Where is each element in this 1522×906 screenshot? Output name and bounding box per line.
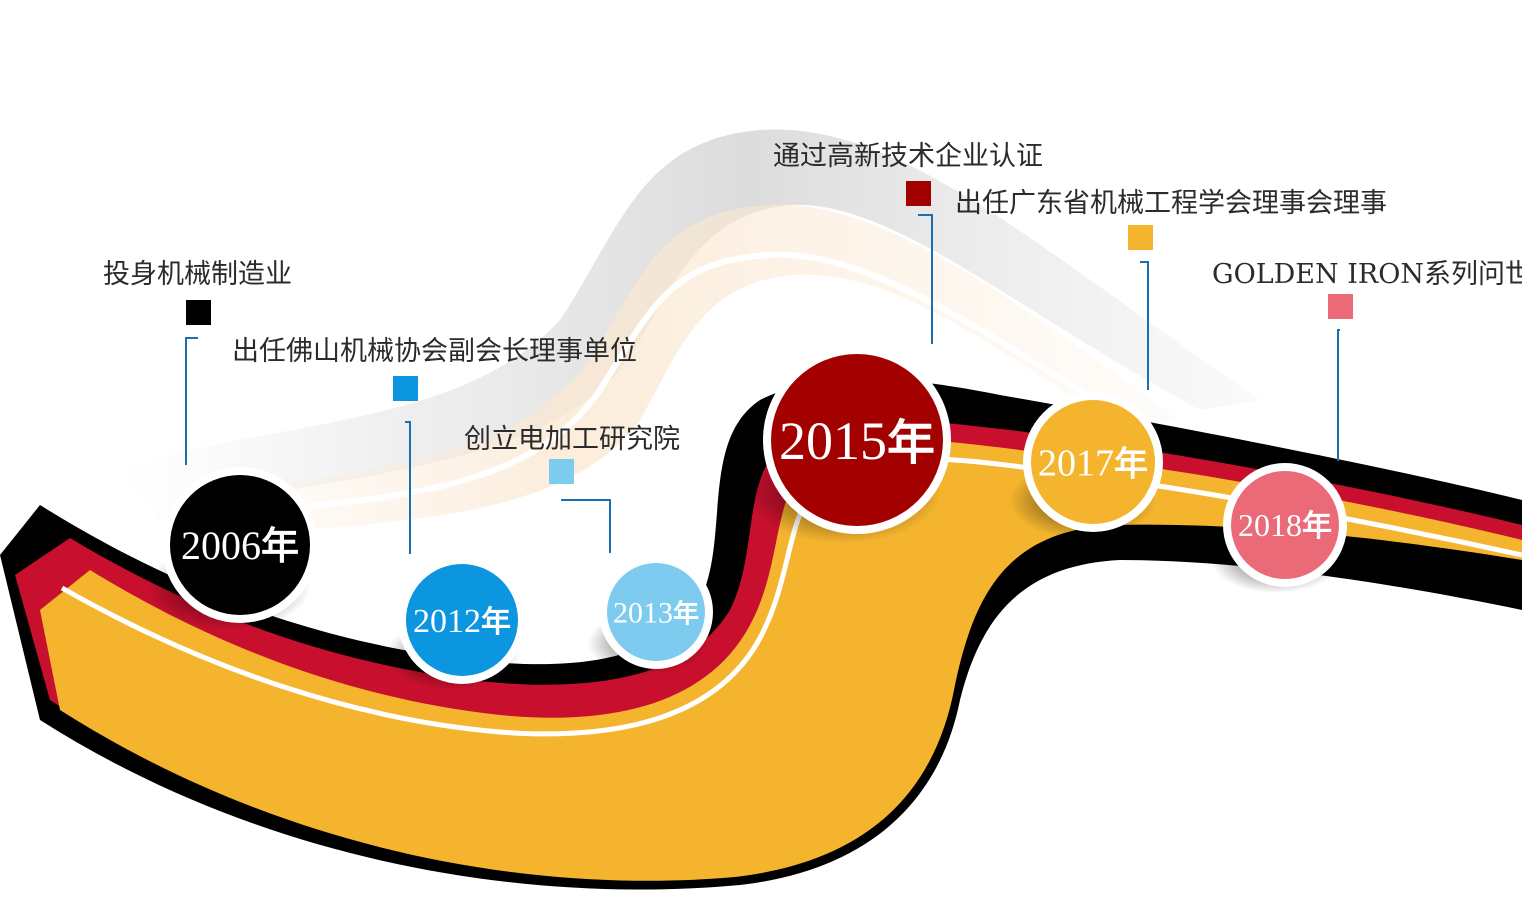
year-circle (771, 354, 943, 526)
milestone-2018: GOLDEN IRON系列问世 2018年 (1210, 259, 1522, 594)
milestone-2006: 投身机械制造业 2006年 (103, 259, 318, 631)
year-circle (406, 564, 518, 676)
year-label: 2015年 (779, 411, 935, 471)
marker-square (1328, 294, 1353, 319)
milestone-description: 通过高新技术企业认证 (773, 141, 1043, 172)
milestone-2015: 通过高新技术企业认证 2015年 (744, 141, 1043, 544)
milestone-2017: 出任广东省机械工程学会理事会理事 2017年 (955, 188, 1387, 539)
ribbon-gold (40, 440, 1522, 881)
ribbon-white-line (60, 456, 1522, 737)
leader-line (1140, 261, 1149, 390)
marker-square (186, 300, 211, 325)
year-circle (1231, 471, 1339, 579)
leader-line (1337, 329, 1340, 461)
background-swoosh-cream (160, 204, 1180, 540)
leader-line (405, 421, 411, 554)
leader-line (185, 337, 198, 465)
year-circle (607, 563, 705, 661)
milestone-description: 出任佛山机械协会副会长理事单位 (232, 336, 637, 367)
year-label: 2006年 (181, 523, 299, 568)
milestone-description: GOLDEN IRON系列问世 (1212, 259, 1522, 290)
milestone-description: 投身机械制造业 (103, 259, 292, 290)
year-label: 2013年 (613, 597, 699, 630)
marker-square (393, 376, 418, 401)
year-label: 2012年 (413, 603, 511, 640)
year-circle (170, 475, 310, 615)
marker-square (906, 181, 931, 206)
year-circle (1031, 400, 1155, 524)
leader-line (561, 499, 611, 553)
milestones-layer: 投身机械制造业2006年出任佛山机械协会副会长理事单位2012年创立电加工研究院… (103, 141, 1522, 691)
milestone-2012: 出任佛山机械协会副会长理事单位 2012年 (232, 336, 637, 691)
marker-square (549, 459, 574, 484)
milestone-2013: 创立电加工研究院 2013年 (464, 424, 713, 675)
year-label: 2017年 (1038, 442, 1148, 484)
marker-square (1128, 225, 1153, 250)
year-label: 2018年 (1238, 507, 1332, 544)
milestone-description: 创立电加工研究院 (464, 424, 680, 455)
milestone-description: 出任广东省机械工程学会理事会理事 (955, 188, 1387, 219)
leader-line (918, 214, 933, 344)
